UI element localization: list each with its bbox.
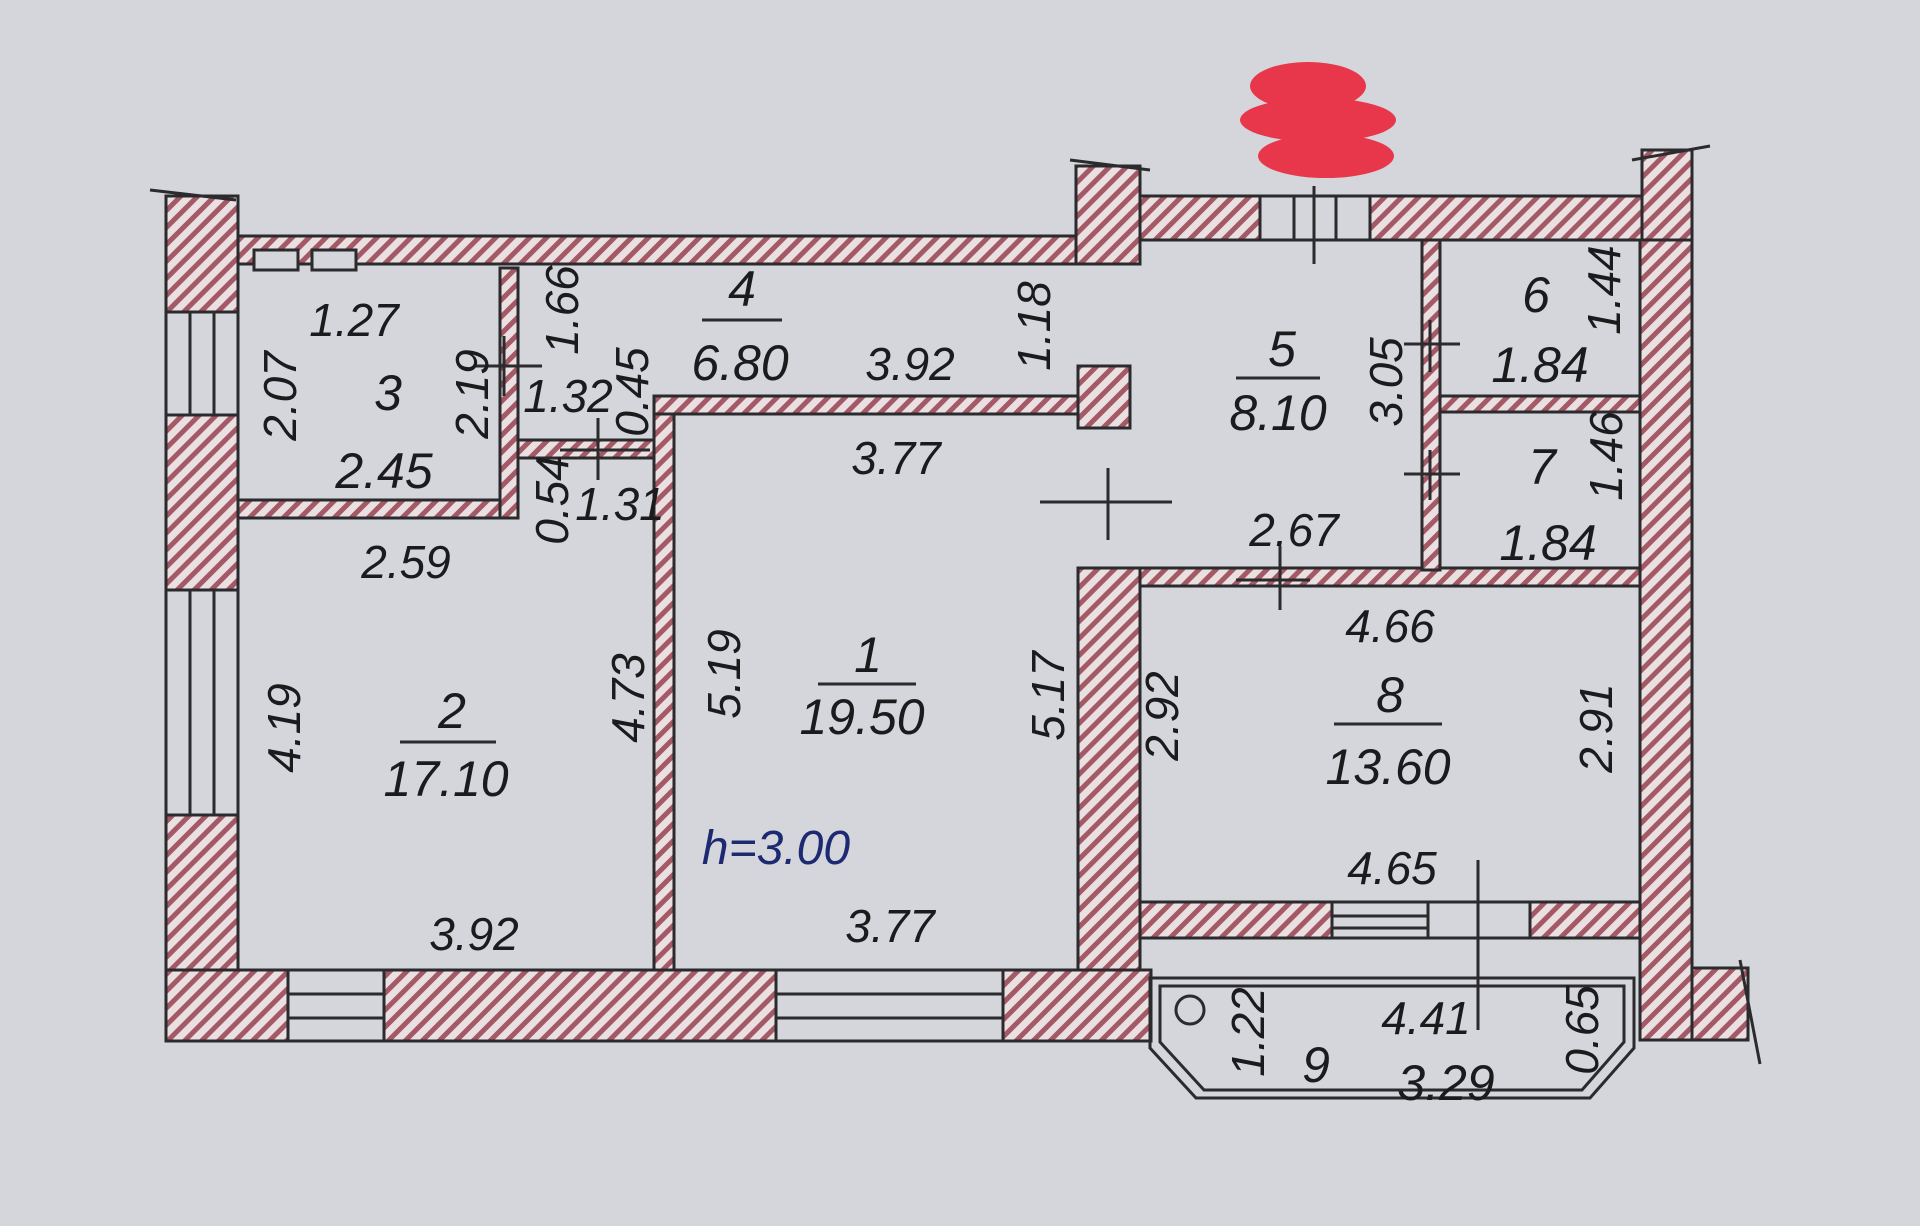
wall-right-foot: [1690, 966, 1750, 1042]
wall-column: [1076, 364, 1132, 430]
room-3-number: 3: [374, 365, 402, 421]
dim-r2-top: 2.59: [360, 536, 451, 588]
wall-top-mid: [1138, 194, 1262, 242]
dim-r7-side: 1.46: [1580, 411, 1632, 501]
dim-r8-left: 2.92: [1136, 671, 1188, 762]
dim-r8-right: 2.91: [1570, 683, 1622, 774]
dim-r2-bottom: 3.92: [429, 908, 519, 960]
wall-right: [1638, 238, 1694, 1042]
room-9-number: 9: [1302, 1037, 1330, 1093]
room-5-area: 8.10: [1229, 385, 1327, 441]
room-8-area: 13.60: [1325, 739, 1450, 795]
room-7-number: 7: [1528, 439, 1558, 495]
windows: [164, 194, 1532, 1043]
wall-top-right-post: [1640, 148, 1694, 242]
dim-r2-left: 4.19: [258, 683, 310, 773]
door-marks: [149, 144, 1762, 1065]
dim-r3-right: 2.19: [446, 349, 498, 440]
room-9-area: 3.29: [1397, 1055, 1494, 1111]
vent-a: [252, 248, 300, 272]
room-4-area: 6.80: [691, 335, 789, 391]
wall-r8-bottom-b: [1528, 900, 1642, 940]
wall-r3-right: [498, 266, 520, 520]
room-8-number: 8: [1376, 667, 1404, 723]
dim-r8-top: 4.66: [1345, 600, 1435, 652]
room-5-number: 5: [1268, 321, 1296, 377]
dim-r3-left: 2.07: [254, 350, 306, 442]
wall-left-top: [164, 194, 240, 314]
dim-r4-vert: 1.66: [536, 265, 588, 355]
dim-r5-bottom: 2.67: [1248, 504, 1340, 556]
dim-r8-bottom: 4.65: [1347, 842, 1437, 894]
wall-left-mid: [164, 413, 240, 592]
wall-r3-bottom: [236, 498, 520, 520]
wall-r5-right: [1420, 238, 1442, 572]
dim-r4-d: 1.31: [575, 478, 665, 530]
wall-bottom-c: [1001, 968, 1153, 1043]
wall-r8-bottom-a: [1138, 900, 1334, 940]
balcony-drain-icon: [1174, 994, 1206, 1026]
wall-bottom-b: [382, 968, 778, 1043]
room-6-area: 1.84: [1491, 337, 1588, 393]
dim-r4-c: 0.54: [526, 455, 578, 545]
room-6-number: 6: [1522, 267, 1550, 323]
wall-r1-right: [1076, 566, 1142, 972]
window-r8-a: [1330, 900, 1430, 940]
dim-r1-top: 3.77: [851, 432, 942, 484]
wall-r6-bottom: [1438, 394, 1642, 414]
room-4-number: 4: [728, 261, 756, 317]
room-7-area: 1.84: [1499, 515, 1596, 571]
wall-top-right: [1368, 194, 1644, 242]
room-labels: 1 19.50 2 17.10 3 2.45 4 6.80 5 8.10 6 1…: [334, 261, 1596, 1111]
room-3-area: 2.45: [334, 443, 433, 499]
window-r2: [164, 588, 240, 817]
dim-r2-right: 4.73: [602, 653, 654, 743]
room-2-number: 2: [437, 683, 466, 739]
ceiling-height-label: h=3.00: [702, 822, 850, 875]
wall-top-bump: [1074, 164, 1142, 266]
window-bottom-r1: [774, 968, 1005, 1043]
dim-r9-top: 4.41: [1381, 992, 1471, 1044]
dim-r9-left: 1.22: [1222, 987, 1274, 1077]
room-1-area: 19.50: [799, 689, 924, 745]
dim-r3-top: 1.27: [309, 294, 400, 346]
balcony: [1148, 976, 1636, 1100]
dim-r4-b: 0.45: [606, 347, 658, 437]
wall-top-left: [236, 234, 1078, 266]
redaction-mark: [1240, 62, 1396, 178]
dim-r4-a: 1.32: [523, 370, 613, 422]
dim-r1-left: 5.19: [698, 629, 750, 719]
room-2-area: 17.10: [383, 751, 508, 807]
dim-r5-right: 3.05: [1360, 337, 1412, 427]
dim-r9-right: 0.65: [1556, 985, 1608, 1075]
vent-b: [310, 248, 358, 272]
window-r3: [164, 310, 240, 417]
dim-r4-len: 3.92: [865, 338, 955, 390]
dim-r1-right: 5.17: [1022, 650, 1074, 741]
wall-r1-top: [652, 394, 1080, 416]
dim-r4-e: 1.18: [1008, 281, 1060, 371]
dim-r6-side: 1.44: [1578, 245, 1630, 335]
room-1-number: 1: [854, 627, 882, 683]
window-bottom-r2: [286, 968, 386, 1043]
dim-r1-bottom: 3.77: [845, 900, 936, 952]
wall-bottom-a: [164, 968, 290, 1043]
dimension-labels: 1.27 2.07 2.19 1.66 1.32 0.45 0.54 1.31 …: [254, 245, 1632, 1077]
